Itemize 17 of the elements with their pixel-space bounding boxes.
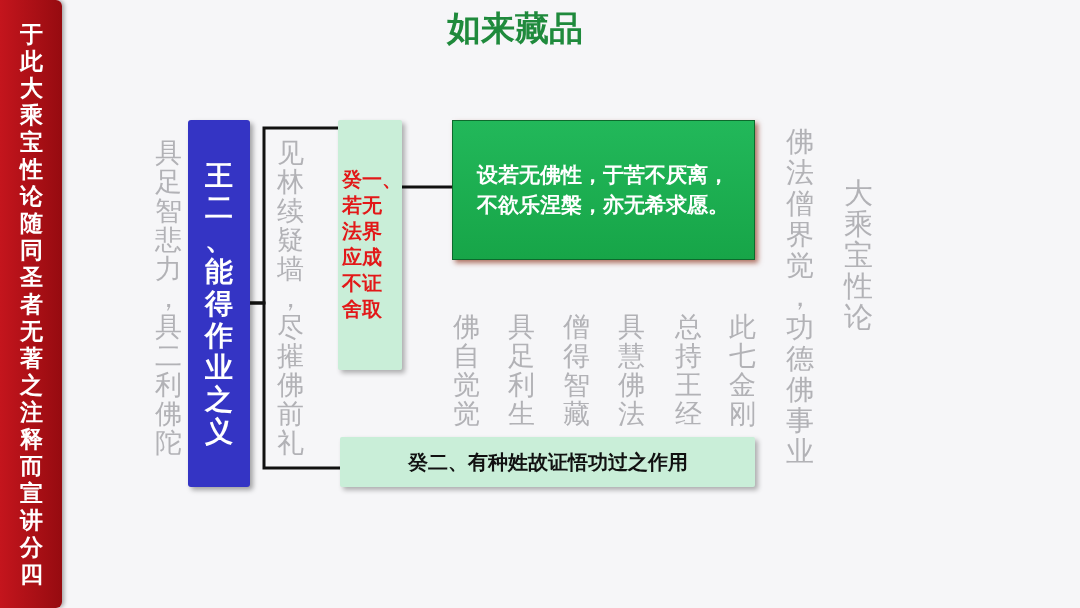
verse-column-text: 佛法僧界觉，功德佛事业 (786, 126, 814, 467)
heading-box: 王二、能得作业之义 (188, 120, 250, 487)
verse-box: 设若无佛性，于苦不厌离，不欲乐涅槃，亦无希求愿。 (452, 120, 755, 260)
verse-column-text: 总持王经 (674, 312, 702, 428)
slide-title: 如来藏品 (447, 7, 583, 50)
verse-column-text: 佛自觉觉 (452, 312, 480, 428)
branch-box: 癸二、有种姓故证悟功过之作用 (340, 437, 755, 487)
side-banner: 于此大乘宝性论随同圣者无著之注释而宣讲分四 (0, 0, 62, 608)
branch-box: 癸一、若无法界应成不证舍取 (338, 120, 402, 370)
verse-column-text: 此七金刚 (728, 312, 756, 428)
connector-line (402, 185, 452, 189)
connector-line (250, 301, 340, 470)
verse-column-text: 具慧佛法 (617, 312, 645, 428)
verse-column-text: 具足利生 (507, 312, 535, 428)
verse-column-text: 大乘宝性论 (843, 178, 873, 333)
verse-column-text: 僧得智藏 (562, 312, 590, 428)
verse-column-text: 见林续疑墙，尽摧佛前礼 (276, 138, 304, 457)
